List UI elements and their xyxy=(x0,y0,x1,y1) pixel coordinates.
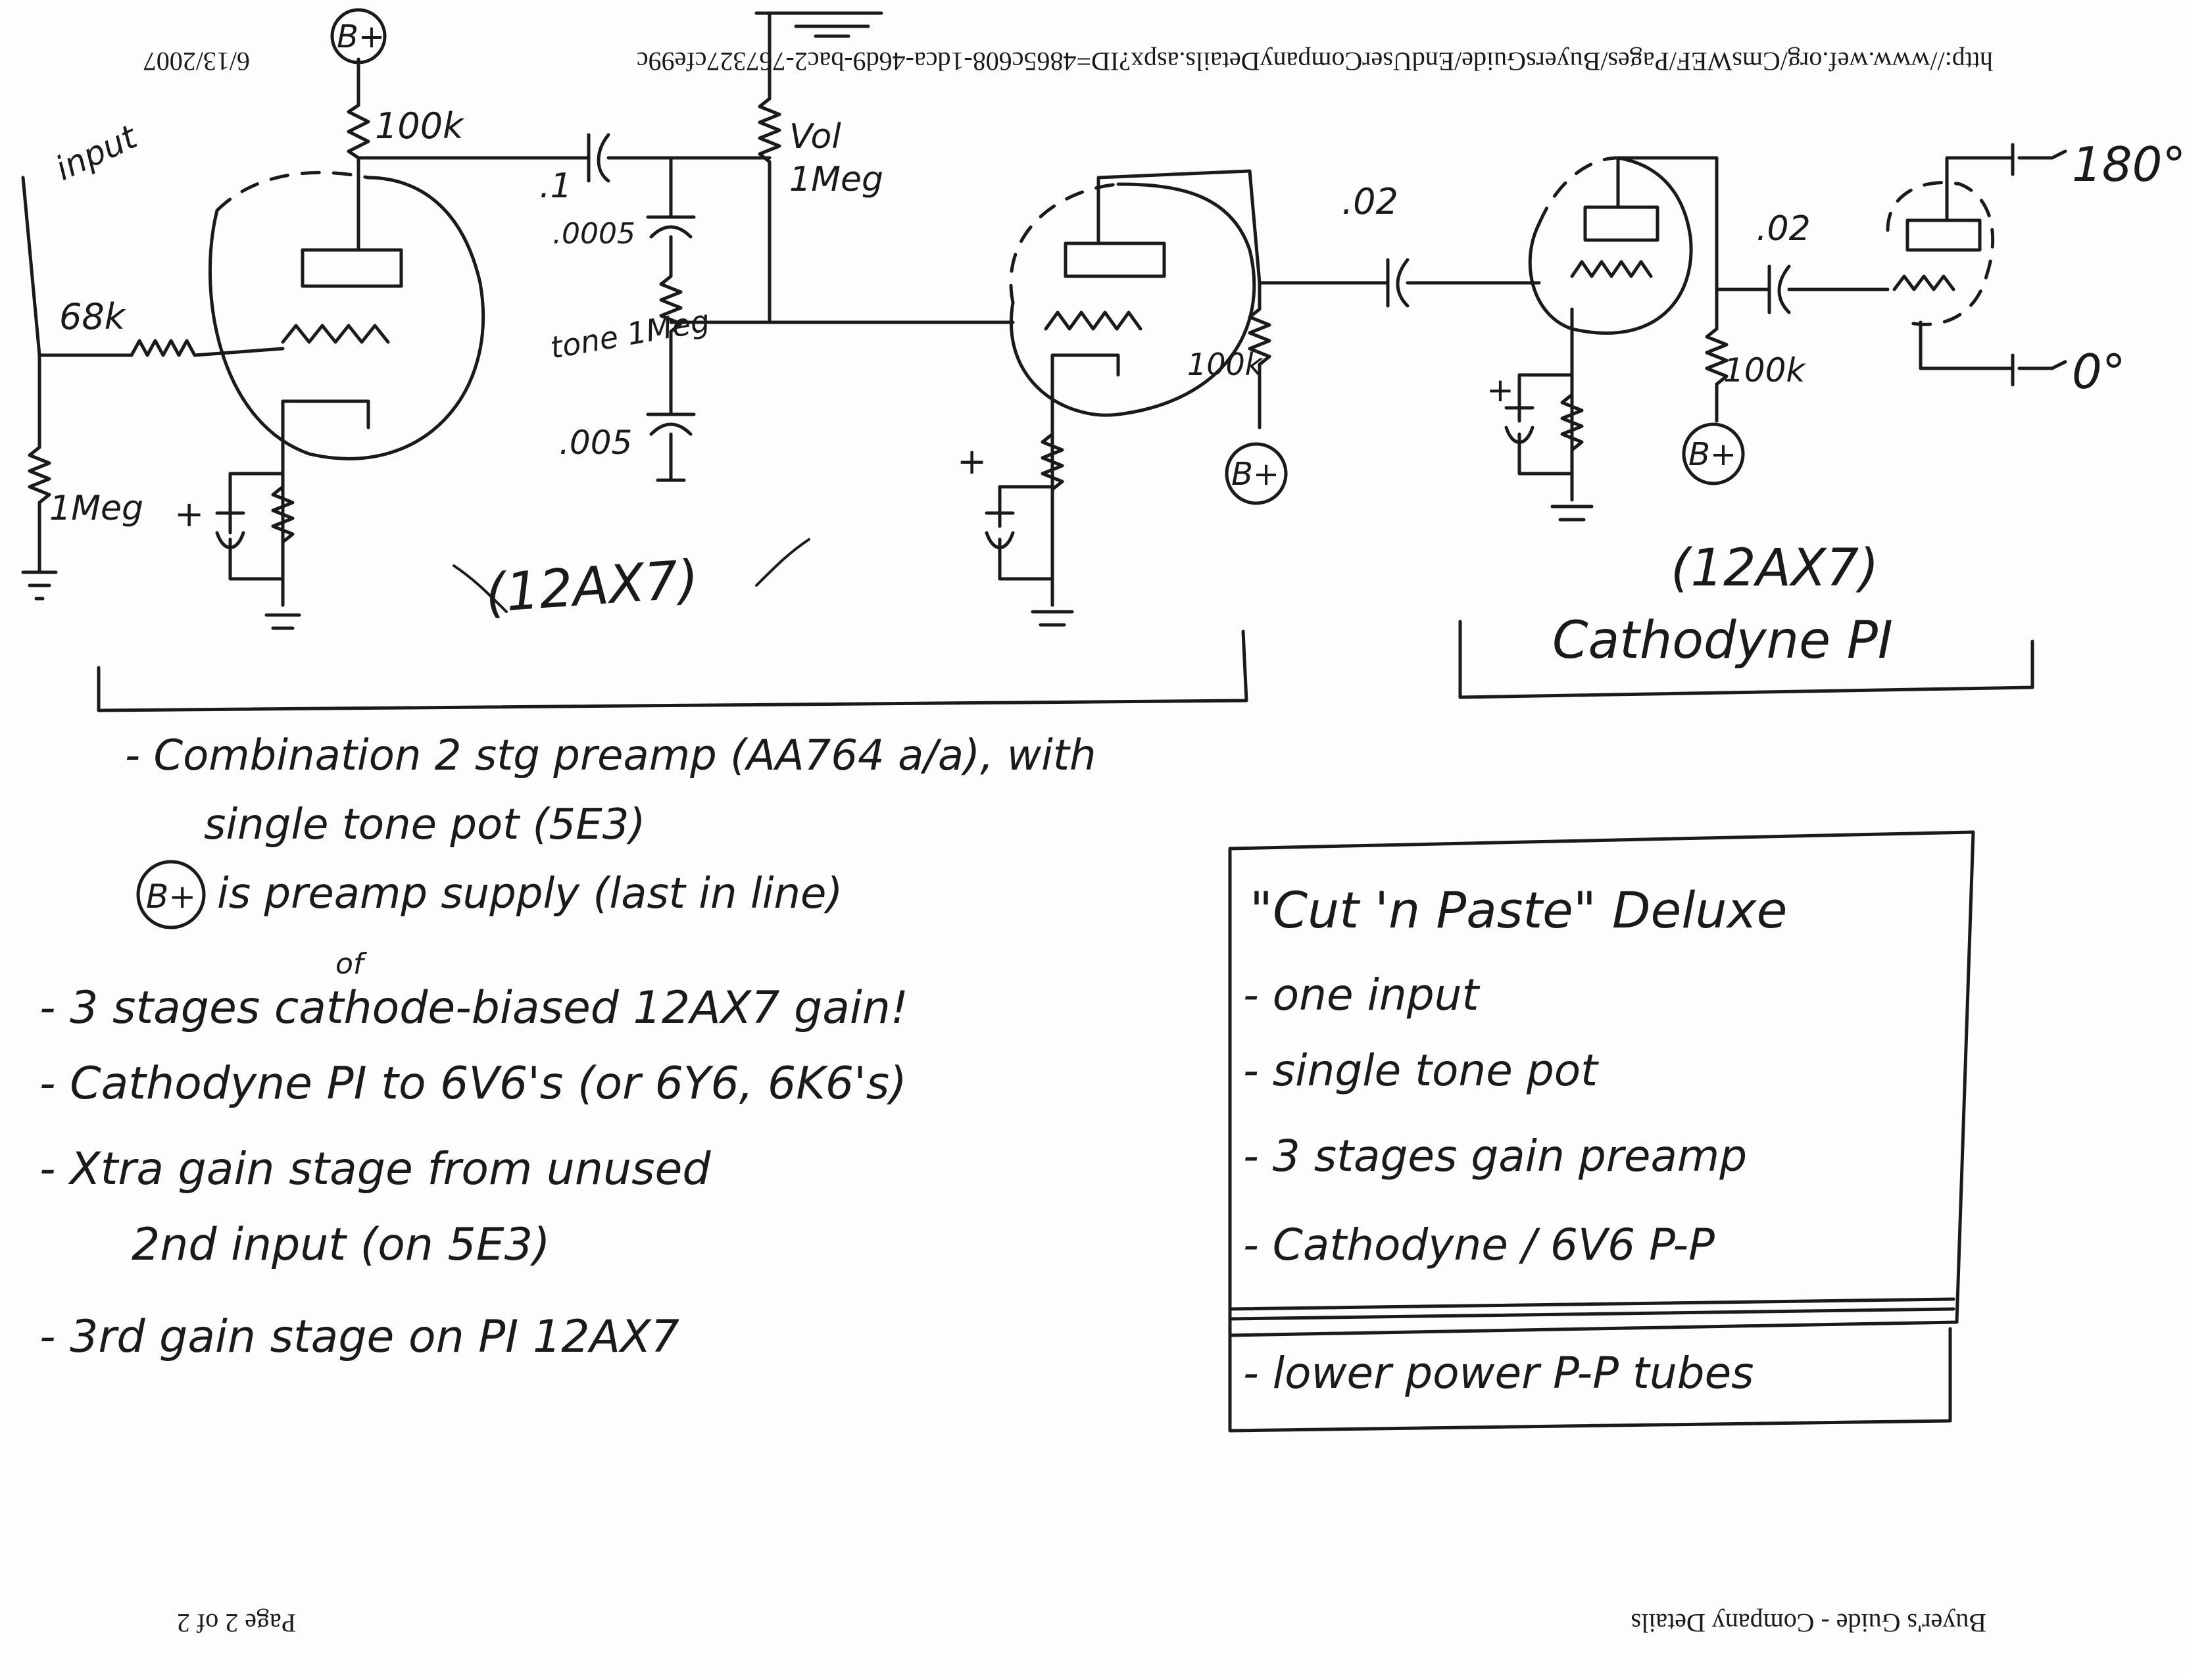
volume-pot xyxy=(754,11,883,324)
res-label-1meg: 1Meg xyxy=(49,489,143,528)
note-line-7: 2nd input (on 5E3) xyxy=(132,1219,551,1271)
tube-v1-brackets xyxy=(453,538,810,613)
note-line-3: is preamp supply (last in line) xyxy=(217,870,843,918)
browser-url-header: http://www.wef.org/CmsWEF/Pages/BuyersGu… xyxy=(637,47,1993,76)
vol-pot-label: Vol xyxy=(789,117,841,157)
tube-pi xyxy=(1528,156,1693,335)
bplus-note-circle xyxy=(136,860,206,929)
pi-bracket xyxy=(1458,620,2034,699)
cap-label-005: .005 xyxy=(559,424,632,462)
phase-label-0: 0° xyxy=(2072,344,2126,399)
bplus-node-1 xyxy=(330,8,387,64)
summary-box: "Cut 'n Paste" Deluxe - one input - sing… xyxy=(1228,830,1975,1433)
cathode-network-1 xyxy=(215,399,301,630)
res-label-68k: 68k xyxy=(59,296,127,337)
cap-polarity-1: + xyxy=(174,493,204,535)
out-0 xyxy=(2011,353,2067,387)
tone-stack xyxy=(646,156,696,482)
coupling-cap-02-2 xyxy=(1715,264,1890,314)
bplus-node-2 xyxy=(1225,442,1288,505)
box-item-5: - lower power P-P tubes xyxy=(1243,1348,1754,1398)
note-line-1: - Combination 2 stg preamp (AA764 a/a), … xyxy=(125,731,1096,780)
res-label-100k-2: 100k xyxy=(1187,347,1264,382)
box-item-3: - 3 stages gain preamp xyxy=(1243,1131,1747,1181)
tube-v1b xyxy=(1009,182,1256,417)
pi-section-label: Cathodyne PI xyxy=(1552,611,1893,670)
box-item-4: - Cathodyne / 6V6 P-P xyxy=(1243,1220,1715,1270)
notes-left: - Combination 2 stg preamp (AA764 a/a), … xyxy=(39,731,1096,1363)
page-number: Page 2 of 2 xyxy=(177,1608,296,1638)
res-label-100k-1: 100k xyxy=(375,105,465,147)
bplus-label-2: B+ xyxy=(1231,456,1279,493)
cap-label-01: .1 xyxy=(539,166,572,206)
cap-label-02-2: .02 xyxy=(1756,209,1811,249)
coupling-cap-01 xyxy=(356,133,772,183)
input-label: input xyxy=(50,117,144,188)
cap-label-0005: .0005 xyxy=(552,217,635,251)
bplus-label-3: B+ xyxy=(1688,436,1736,473)
print-date: 6/13/2007 xyxy=(143,47,250,76)
note-line-8: - 3rd gain stage on PI 12AX7 xyxy=(39,1311,679,1363)
tube-label-v1: (12AX7) xyxy=(483,549,700,624)
bplus-note-label: B+ xyxy=(146,877,196,916)
res-label-100k-3: 100k xyxy=(1723,351,1806,389)
coupling-cap-02-1 xyxy=(1258,258,1541,308)
cap-polarity-3: + xyxy=(1486,371,1514,409)
note-caret-of: of xyxy=(335,947,368,981)
page-footer-title: Buyer's Guide - Company Details xyxy=(1631,1608,1986,1638)
cap-polarity-2: + xyxy=(957,441,987,482)
note-line-2: single tone pot (5E3) xyxy=(204,801,645,849)
out-180 xyxy=(2011,143,2067,176)
grid-leak-1meg xyxy=(21,353,58,601)
tone-pot-label: tone 1Meg xyxy=(548,303,712,366)
tube-v1a xyxy=(208,170,485,460)
bplus-node-3 xyxy=(1682,422,1745,485)
box-item-1: - one input xyxy=(1243,970,1480,1020)
cap-label-02-1: .02 xyxy=(1342,181,1398,222)
note-line-6: - Xtra gain stage from unused xyxy=(39,1143,711,1195)
grid-resistor-68k xyxy=(21,176,285,357)
note-line-5: - Cathodyne PI to 6V6's (or 6Y6, 6K6's) xyxy=(39,1058,907,1110)
tube-output xyxy=(1886,156,2015,370)
vol-pot-value: 1Meg xyxy=(789,160,883,199)
bplus-label-1: B+ xyxy=(337,18,385,55)
pi-cathode-network xyxy=(1504,156,1719,522)
note-line-4: - 3 stages cathode-biased 12AX7 gain! xyxy=(39,982,908,1034)
plate-resistor-100k-1 xyxy=(347,57,370,252)
cathode-network-2 xyxy=(985,353,1074,627)
box-title: "Cut 'n Paste" Deluxe xyxy=(1250,881,1787,939)
phase-label-180: 180° xyxy=(2072,137,2185,192)
preamp-bracket xyxy=(97,630,1248,712)
tube-label-pi: (12AX7) xyxy=(1671,539,1879,598)
pi-load-resistor xyxy=(1705,287,1729,423)
box-item-2: - single tone pot xyxy=(1243,1045,1599,1096)
